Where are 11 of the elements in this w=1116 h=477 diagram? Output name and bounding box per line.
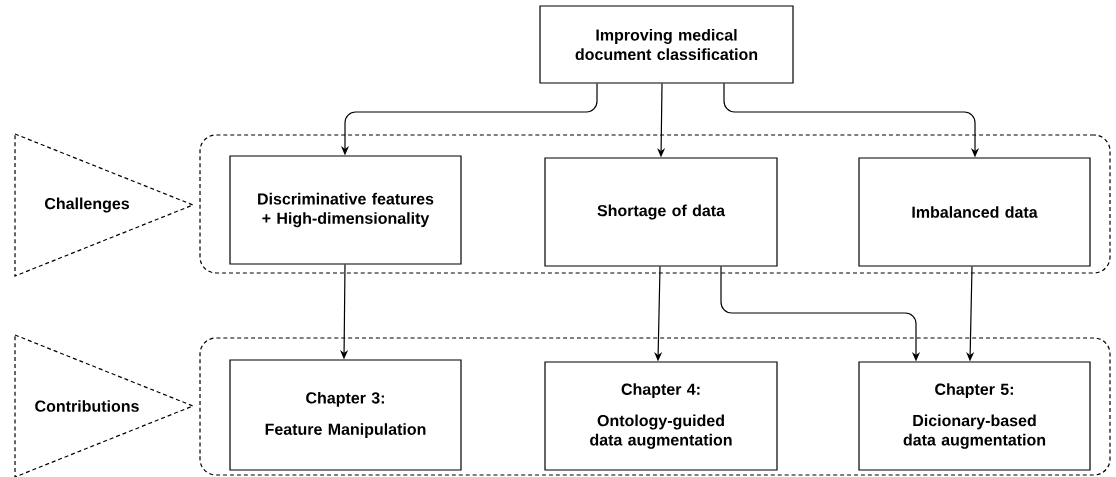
text-box: Chapter 4: Ontology-guided data augmentation — [544, 361, 778, 471]
text-box: Chapter 5: Dicionary-based data augmentation — [858, 361, 1091, 471]
dashed-group-frame — [199, 337, 1111, 476]
text-box: Improving medical document classification — [539, 5, 794, 84]
triangle-label: Challenges — [14, 133, 195, 277]
text-box: Shortage of data — [544, 157, 778, 267]
triangle-label: Contributions — [14, 334, 195, 477]
dashed-group-frame — [199, 134, 1111, 274]
text-box: Chapter 3: Feature Manipulation — [229, 359, 462, 471]
text-box: Discriminative features + High-dimensionality — [229, 155, 462, 265]
text-box: Imbalanced data — [858, 157, 1091, 267]
